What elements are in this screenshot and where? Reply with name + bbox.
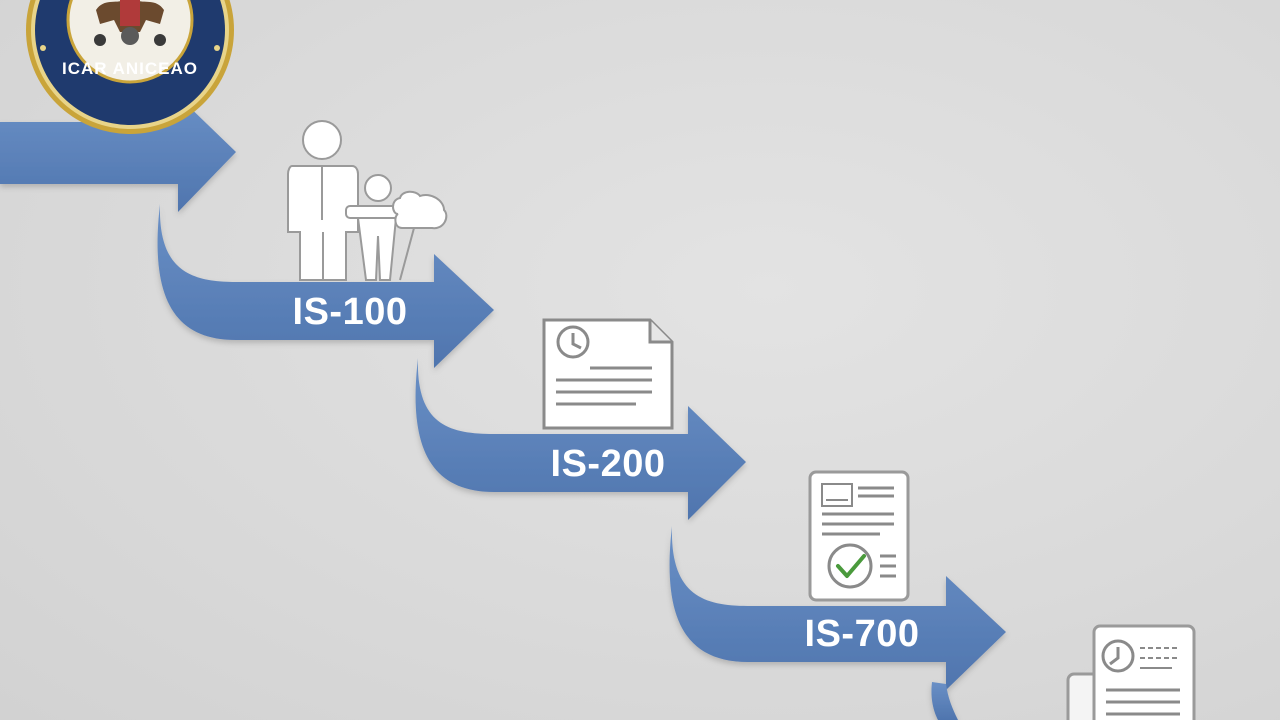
seal-text: ICAR ANICEAO	[62, 59, 198, 78]
step-arrow-4	[931, 682, 958, 720]
checkmark-icon	[827, 543, 873, 589]
step-label-3: IS-700	[805, 613, 920, 655]
entry-arrow	[0, 96, 236, 212]
step-label-1: IS-100	[293, 291, 408, 333]
step-arrow-1	[157, 204, 495, 368]
document-with-clock-icon	[542, 318, 674, 430]
government-seal-icon: ICAR ANICEAO	[26, 0, 234, 134]
step-label-2: IS-200	[551, 443, 666, 485]
person-at-desk-icon	[287, 120, 448, 281]
arrow-path	[0, 96, 1006, 720]
step-arrow-3	[669, 526, 1006, 690]
step-arrow-2	[415, 358, 746, 520]
stacked-documents-with-clock-icon	[1066, 624, 1196, 720]
document-with-checkmark-icon	[808, 470, 910, 602]
